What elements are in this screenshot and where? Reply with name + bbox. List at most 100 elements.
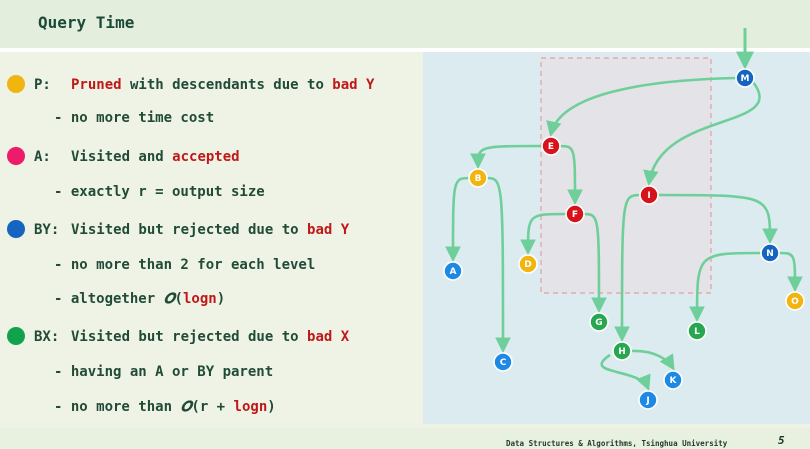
- legend-subitem: - having an A or BY parent: [54, 363, 273, 381]
- legend-text: 𝑶: [163, 291, 175, 307]
- legend-text: - no more time cost: [54, 110, 215, 126]
- legend-subitem: - no more time cost: [54, 109, 214, 127]
- tree-edge: [470, 144, 544, 170]
- legend-text: - having an A or BY parent: [54, 364, 274, 380]
- tree-edge: [546, 76, 738, 138]
- legend-item: A: Visited and accepted: [34, 148, 240, 166]
- legend-text: ): [267, 399, 276, 415]
- tree-node: M: [735, 68, 755, 88]
- tree-node: C: [493, 352, 513, 372]
- tree-node-label: C: [500, 358, 507, 368]
- tree-edge: [689, 251, 763, 323]
- query-range-box: [540, 57, 712, 294]
- tree-node-circle: [687, 321, 707, 341]
- tree-node-circle: [468, 168, 488, 188]
- legend-text: - no more than: [54, 399, 181, 415]
- tree-node-circle: [735, 68, 755, 88]
- tree-node-label: E: [548, 142, 554, 152]
- tree-node-label: J: [645, 396, 649, 406]
- tree-edge: [614, 193, 642, 343]
- legend-key: A:: [34, 149, 51, 165]
- legend-accent-text: Pruned: [71, 77, 122, 93]
- tree-edge: [656, 193, 778, 245]
- tree-edge: [520, 212, 568, 256]
- legend-dot: [7, 327, 25, 345]
- legend-text: with descendants due to: [121, 77, 333, 93]
- legend-text: Visited but rejected due to: [71, 329, 308, 345]
- tree-edge: [600, 353, 651, 391]
- legend-dot: [7, 147, 25, 165]
- footer-text: Data Structures & Algorithms, Tsinghua U…: [506, 439, 728, 448]
- tree-node: A: [443, 261, 463, 281]
- tree-edge: [485, 176, 511, 354]
- tree-edge: [558, 144, 583, 206]
- legend-accent-text: bad X: [307, 329, 350, 345]
- footer-bar: [0, 428, 810, 449]
- legend-text: Visited but rejected due to: [71, 222, 308, 238]
- tree-node-label: O: [791, 297, 799, 307]
- legend-item: BY:Visited but rejected due to bad Y: [34, 221, 349, 239]
- legend-accent-text: bad Y: [332, 77, 375, 93]
- legend-accent-text: logn: [233, 399, 268, 415]
- legend-text: - no more than 2 for each level: [54, 257, 316, 273]
- legend-subitem: - no more than 2 for each level: [54, 256, 315, 274]
- legend-subitem: - exactly r = output size: [54, 183, 265, 201]
- tree-node: B: [468, 168, 488, 188]
- legend-text: (r +: [191, 399, 234, 415]
- tree-node-label: N: [766, 249, 774, 259]
- tree-node-circle: [760, 243, 780, 263]
- tree-node-label: I: [647, 191, 650, 201]
- tree-node-circle: [565, 204, 585, 224]
- tree-node-circle: [639, 185, 659, 205]
- tree-node-circle: [541, 136, 561, 156]
- tree-node: G: [589, 312, 609, 332]
- tree-node-label: A: [450, 267, 457, 277]
- legend-text: - altogether: [54, 291, 164, 307]
- tree-edge: [631, 349, 675, 371]
- tree-node: K: [663, 370, 683, 390]
- header-divider: [0, 48, 810, 52]
- tree-node-label: B: [475, 174, 482, 184]
- legend-text: Visited and: [71, 149, 173, 165]
- tree-edge: [445, 176, 471, 263]
- tree-node: I: [639, 185, 659, 205]
- tree-node-label: K: [670, 376, 678, 386]
- tree-node: F: [565, 204, 585, 224]
- tree-node-circle: [493, 352, 513, 372]
- tree-node-circle: [589, 312, 609, 332]
- tree-node: J: [638, 390, 658, 410]
- page-number: 5: [778, 434, 785, 447]
- tree-node: L: [687, 321, 707, 341]
- legend-text: (: [174, 291, 183, 307]
- header-bar: [0, 0, 810, 48]
- legend-dot: [7, 220, 25, 238]
- tree-edge: [582, 212, 607, 314]
- tree-node: H: [612, 341, 632, 361]
- legend-item: P: Pruned with descendants due to bad Y: [34, 76, 374, 94]
- legend-key: P:: [34, 77, 51, 93]
- tree-node: E: [541, 136, 561, 156]
- legend-key: BX:: [34, 329, 60, 345]
- tree-node-circle: [443, 261, 463, 281]
- tree-node-label: M: [741, 74, 750, 84]
- tree-node-circle: [785, 291, 805, 311]
- legend-panel: P: Pruned with descendants due to bad Y - …: [0, 52, 450, 424]
- tree-node-circle: [518, 254, 538, 274]
- tree-node-circle: [638, 390, 658, 410]
- legend-item: BX: Visited but rejected due to bad X: [34, 328, 349, 346]
- tree-node-label: H: [618, 347, 626, 357]
- tree-node-circle: [612, 341, 632, 361]
- page-title: Query Time: [38, 13, 135, 32]
- legend-text: 𝑶: [180, 399, 192, 415]
- tree-node-label: L: [694, 327, 700, 337]
- legend-text: - exactly r = output size: [54, 184, 265, 200]
- legend-accent-text: accepted: [172, 149, 240, 165]
- tree-node-circle: [663, 370, 683, 390]
- legend-accent-text: bad Y: [307, 222, 350, 238]
- legend-subitem: - altogether 𝑶(logn): [54, 290, 225, 308]
- tree-node: D: [518, 254, 538, 274]
- legend-accent-text: logn: [182, 291, 217, 307]
- tree-node-label: D: [524, 260, 531, 270]
- tree-node-label: G: [595, 318, 602, 328]
